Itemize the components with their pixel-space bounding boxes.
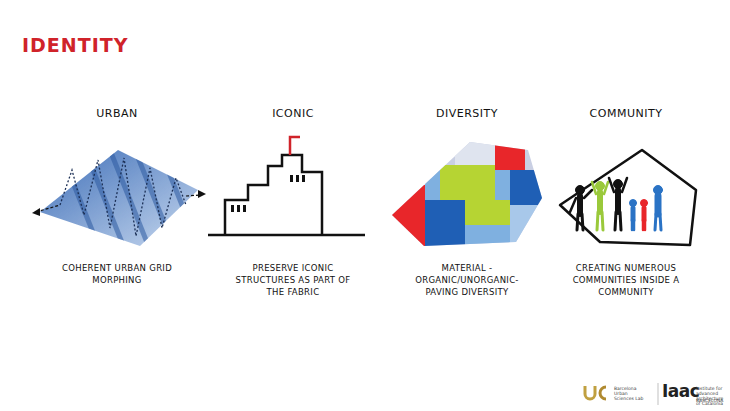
column-heading: ICONIC: [272, 107, 314, 120]
logo-text: institute for advanced architecture of C…: [696, 386, 726, 406]
column-heading: COMMUNITY: [590, 107, 663, 120]
community-illustration: [560, 150, 696, 245]
factory-illustration: [208, 137, 365, 235]
column-heading: URBAN: [96, 107, 138, 120]
ucs-logo: [585, 386, 606, 399]
paving-illustration: [380, 130, 550, 260]
logo-divider: [658, 383, 659, 405]
slide-title: IDENTITY: [22, 34, 128, 56]
column-caption: CREATING NUMEROUS COMMUNITIES INSIDE A C…: [566, 262, 686, 298]
column-heading: DIVERSITY: [436, 107, 498, 120]
column-caption: MATERIAL - ORGANIC/UNORGANIC- PAVING DIV…: [402, 262, 532, 298]
logo-wordmark: Iaac: [662, 381, 699, 401]
column-caption: PRESERVE ICONIC STRUCTURES AS PART OF TH…: [233, 262, 353, 298]
urban-grid-illustration: [32, 150, 206, 250]
logo-text: Barcelona Urban Sciences Lab: [614, 386, 648, 401]
logo-text: BARCELONA: [696, 398, 726, 403]
column-caption: COHERENT URBAN GRID MORPHING: [52, 262, 182, 286]
